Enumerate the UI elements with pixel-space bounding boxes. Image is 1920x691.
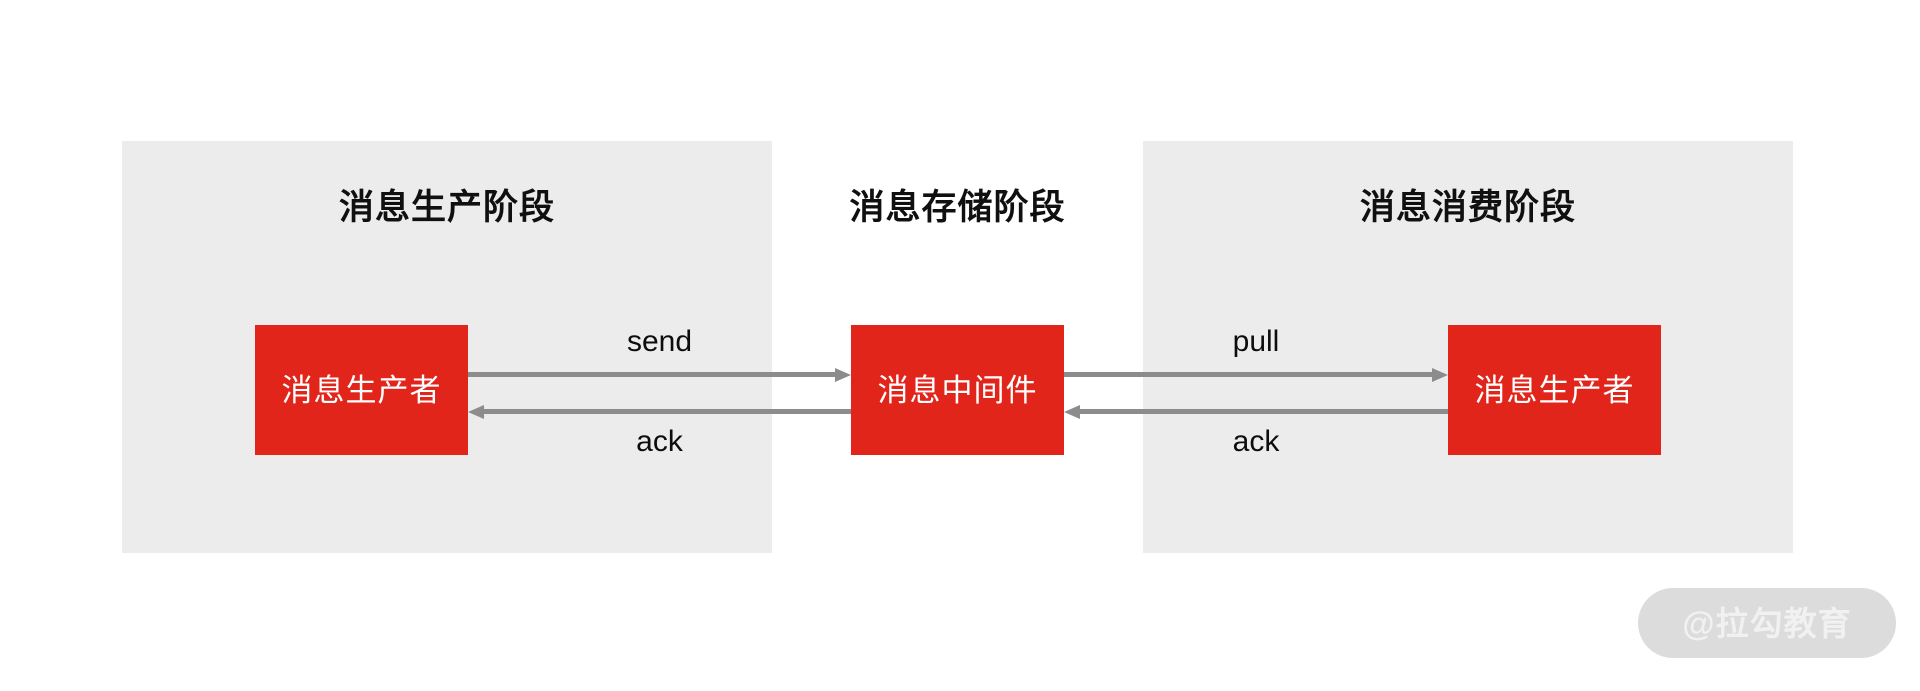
arrow-label-pull: pull bbox=[1232, 325, 1280, 358]
node-label-broker: 消息中间件 bbox=[877, 372, 1038, 408]
arrow-label-ack-producer: ack bbox=[636, 425, 683, 458]
stage-title-store: 消息存储阶段 bbox=[849, 188, 1066, 227]
arrow-ack-consumer-shaft bbox=[1077, 409, 1448, 414]
arrow-label-ack-consumer: ack bbox=[1232, 425, 1280, 458]
arrow-ack-consumer bbox=[1064, 405, 1448, 419]
arrow-left-icon bbox=[1064, 405, 1080, 419]
stage-title-produce: 消息生产阶段 bbox=[338, 188, 555, 227]
arrow-pull-shaft bbox=[1064, 372, 1435, 377]
node-label-consumer: 消息生产者 bbox=[1474, 372, 1635, 408]
stage-title-consume: 消息消费阶段 bbox=[1359, 188, 1576, 227]
arrow-left-icon bbox=[468, 405, 484, 419]
node-box-broker: 消息中间件 bbox=[851, 325, 1064, 455]
arrow-right-icon bbox=[835, 368, 851, 382]
arrow-label-send: send bbox=[626, 325, 693, 358]
arrow-send-shaft bbox=[468, 372, 838, 377]
watermark-badge: @拉勾教育 bbox=[1638, 588, 1896, 658]
arrow-right-icon bbox=[1432, 368, 1448, 382]
watermark-label: @拉勾教育 bbox=[1682, 604, 1852, 642]
node-box-consumer: 消息生产者 bbox=[1448, 325, 1661, 455]
arrow-ack-producer-shaft bbox=[481, 409, 851, 414]
arrow-ack-producer bbox=[468, 405, 851, 419]
arrow-pull bbox=[1064, 368, 1448, 382]
node-box-producer: 消息生产者 bbox=[255, 325, 468, 455]
arrow-send bbox=[468, 368, 851, 382]
node-label-producer: 消息生产者 bbox=[281, 372, 442, 408]
